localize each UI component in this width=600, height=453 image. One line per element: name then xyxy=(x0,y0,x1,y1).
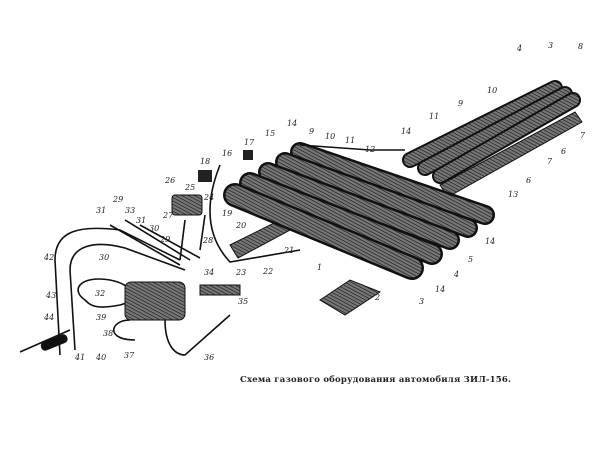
callout-label: 6 xyxy=(561,147,567,156)
callout-label: 1 xyxy=(317,263,323,272)
callout-label: 39 xyxy=(96,313,107,322)
callout-label: 14 xyxy=(485,237,496,246)
callout-label: 26 xyxy=(165,176,176,185)
callout-label: 33 xyxy=(125,206,136,215)
callout-label: 4 xyxy=(517,44,523,53)
callout-label: 3 xyxy=(419,297,425,306)
callout-label: 6 xyxy=(526,176,532,185)
callout-label: 8 xyxy=(578,42,584,51)
callout-label: 28 xyxy=(203,236,214,245)
callout-label: 20 xyxy=(236,221,247,230)
callout-label: 37 xyxy=(124,351,135,360)
callout-label: 10 xyxy=(325,132,336,141)
callout-label: 11 xyxy=(429,112,440,121)
gas-lines xyxy=(19,144,405,356)
callout-label: 15 xyxy=(265,129,276,138)
callout-label: 43 xyxy=(46,291,57,300)
callout-label: 14 xyxy=(435,285,446,294)
callout-label: 23 xyxy=(236,268,247,277)
callout-label: 34 xyxy=(204,268,215,277)
callout-label: 29 xyxy=(113,195,124,204)
callout-label: 42 xyxy=(44,253,55,262)
rear-cylinder-bank xyxy=(402,80,581,184)
callout-label: 3 xyxy=(548,41,554,50)
callout-label: 19 xyxy=(222,209,233,218)
callout-label: 30 xyxy=(149,224,160,233)
callout-label: 4 xyxy=(454,270,460,279)
callout-label: 2 xyxy=(375,293,381,302)
callout-label: 16 xyxy=(222,149,233,158)
callout-label: 30 xyxy=(99,253,110,262)
callout-label: 11 xyxy=(345,136,356,145)
callout-label: 31 xyxy=(96,206,107,215)
reducer-assembly xyxy=(40,150,253,351)
figure-caption: Схема газового оборудования автомобиля З… xyxy=(240,375,512,385)
callout-label: 31 xyxy=(136,216,147,225)
callout-label: 25 xyxy=(185,183,196,192)
callout-label: 13 xyxy=(508,190,519,199)
callout-label: 38 xyxy=(103,329,114,338)
callout-label: 41 xyxy=(75,353,86,362)
callout-label: 9 xyxy=(458,99,464,108)
callout-label: 12 xyxy=(365,145,376,154)
callout-label: 32 xyxy=(95,289,106,298)
callout-label: 36 xyxy=(204,353,215,362)
callout-label: 14 xyxy=(287,119,298,128)
callout-label: 35 xyxy=(238,297,249,306)
callout-label: 7 xyxy=(547,157,553,166)
callout-label: 9 xyxy=(309,127,315,136)
callout-label: 44 xyxy=(44,313,55,322)
callout-label: 10 xyxy=(487,86,498,95)
front-cylinder-bank xyxy=(223,142,495,280)
callout-label: 18 xyxy=(200,157,211,166)
callout-label: 29 xyxy=(160,235,171,244)
callout-label: 40 xyxy=(96,353,107,362)
callout-label: 5 xyxy=(468,255,474,264)
callout-label: 14 xyxy=(401,127,412,136)
callout-label: 17 xyxy=(244,138,255,147)
callout-label: 7 xyxy=(580,131,586,140)
callout-label: 27 xyxy=(163,211,174,220)
callout-label: 24 xyxy=(204,193,215,202)
callout-label: 22 xyxy=(263,267,274,276)
callout-label: 21 xyxy=(284,246,295,255)
